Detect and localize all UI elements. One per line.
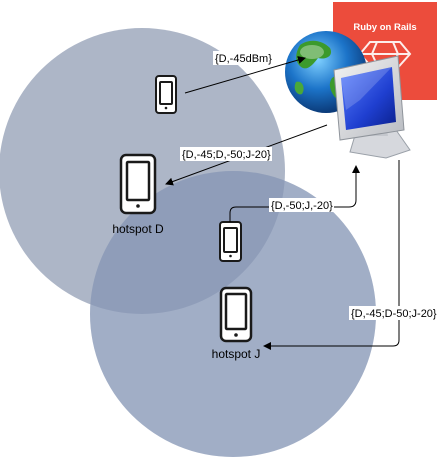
arrow-server-to-hotspot-j [263,160,400,350]
computer-icon [333,55,411,159]
hotspot-j-phone-icon [219,286,253,343]
label-msg-top: {D,-45dBm} [215,53,272,65]
middle-phone-icon [219,221,242,262]
hotspot-d-phone-icon [119,153,157,215]
hotspot-j-label: hotspot J [212,347,261,361]
smartphone-icon [155,75,177,114]
label-msg-mid: {D,-50;J,-20} [271,200,333,212]
rails-badge-text: Ruby on Rails [353,22,416,33]
label-msg-to-j: {D,-45;D-50;J-20} [351,308,437,320]
hotspot-d-label: hotspot D [112,222,164,236]
label-msg-to-d: {D,-45;D,-50;J-20} [182,149,271,161]
arrow-phone-to-globe [184,56,306,94]
